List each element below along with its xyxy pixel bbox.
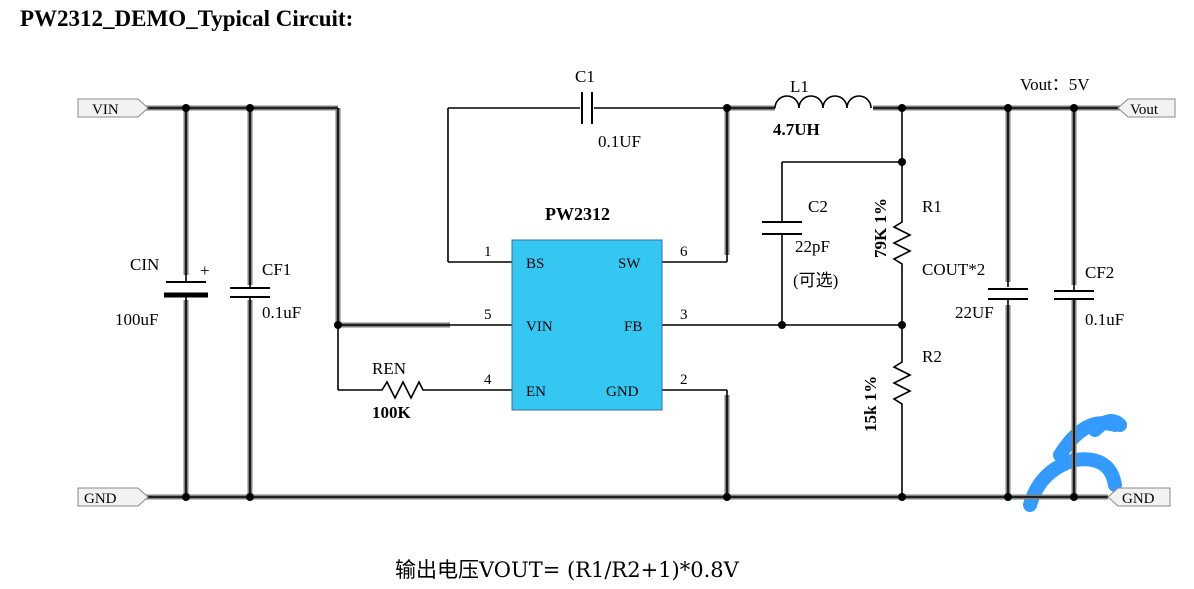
c2-capacitor: C2 22pF (可选) <box>762 197 838 290</box>
c2-name: C2 <box>808 197 828 216</box>
pin-1-number: 1 <box>484 244 492 260</box>
ren-value: 100K <box>372 403 412 422</box>
cout-name: COUT*2 <box>922 260 985 279</box>
page-title: PW2312_DEMO_Typical Circuit: <box>20 6 354 31</box>
port-gnd-left: GND <box>77 487 149 507</box>
c2-note: (可选) <box>793 271 838 290</box>
pin-2-number: 2 <box>680 372 688 388</box>
pin-4-name: EN <box>526 384 546 400</box>
ic-pw2312: PW2312 1 BS 5 VIN 4 EN 6 SW 3 FB 2 GND <box>484 204 688 411</box>
port-gnd-left-label: GND <box>84 491 117 507</box>
cf1-name: CF1 <box>262 260 291 279</box>
port-vin: VIN <box>77 98 149 118</box>
junction-dots <box>182 104 1078 501</box>
pin-6-number: 6 <box>680 244 688 260</box>
l1-value: 4.7UH <box>773 120 820 139</box>
wires <box>140 107 1120 498</box>
r1-value: 79K 1% <box>871 198 890 258</box>
ic-body <box>511 239 663 411</box>
ren-name: REN <box>372 359 406 378</box>
port-gnd-right-label: GND <box>1122 491 1155 507</box>
l1-inductor: L1 4.7UH <box>773 77 872 139</box>
pin-2-name: GND <box>606 384 639 400</box>
pin-5-number: 5 <box>484 307 492 323</box>
vout-label: Vout：5V <box>1020 75 1090 94</box>
r2-name: R2 <box>922 347 942 366</box>
pin-3-name: FB <box>624 319 642 335</box>
ic-name: PW2312 <box>545 204 610 224</box>
c1-name: C1 <box>575 67 595 86</box>
cin-capacitor: + CIN 100uF <box>115 255 210 329</box>
c2-value: 22pF <box>795 237 830 256</box>
r2-value: 15k 1% <box>861 376 880 432</box>
port-gnd-right: GND <box>1107 487 1171 507</box>
pin-6-name: SW <box>618 256 641 272</box>
pin-1-name: BS <box>526 256 544 272</box>
cin-polarity: + <box>200 261 210 280</box>
cf2-capacitor: CF2 0.1uF <box>1054 263 1124 329</box>
cf1-capacitor: CF1 0.1uF <box>230 260 301 322</box>
port-vout-label: Vout <box>1130 102 1159 118</box>
pin-5-name: VIN <box>526 319 553 335</box>
cout-capacitor: COUT*2 22UF <box>922 260 1028 322</box>
l1-name: L1 <box>790 77 809 96</box>
cf2-name: CF2 <box>1085 263 1114 282</box>
cout-value: 22UF <box>955 303 994 322</box>
r1-resistor: R1 79K 1% <box>871 197 942 272</box>
c1-value: 0.1UF <box>598 132 641 151</box>
r1-name: R1 <box>922 197 942 216</box>
output-voltage-formula: 输出电压VOUT= (R1/R2+1)*0.8V <box>395 558 740 582</box>
cf1-value: 0.1uF <box>262 303 301 322</box>
pin-4-number: 4 <box>484 372 492 388</box>
port-vin-label: VIN <box>92 102 119 118</box>
c1-capacitor: C1 0.1UF <box>575 67 641 151</box>
r2-resistor: R2 15k 1% <box>861 347 942 432</box>
cin-name: CIN <box>130 255 159 274</box>
ren-resistor: REN 100K <box>372 359 428 422</box>
cin-value: 100uF <box>115 310 158 329</box>
pin-3-number: 3 <box>680 307 688 323</box>
cf2-value: 0.1uF <box>1085 310 1124 329</box>
port-vout: Vout <box>1117 98 1176 118</box>
